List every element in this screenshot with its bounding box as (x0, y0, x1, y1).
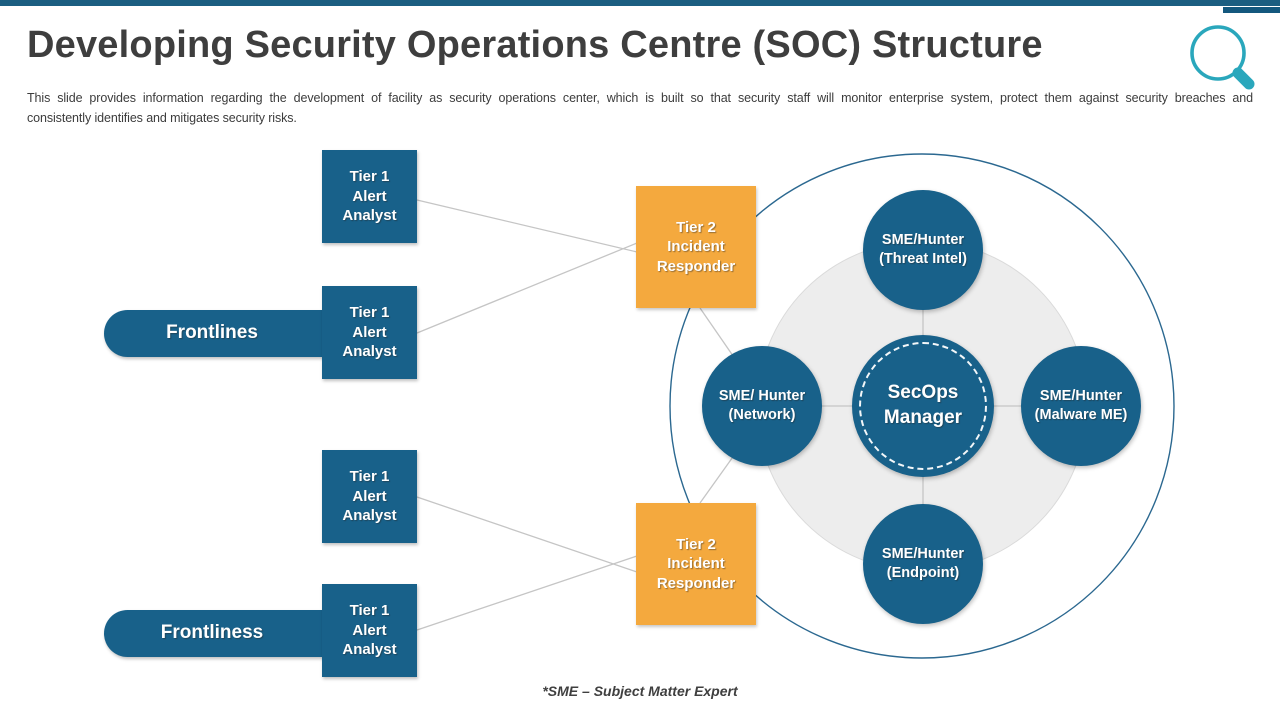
search-icon (1190, 25, 1255, 90)
ribbon-label: Frontlines (166, 322, 258, 344)
node-label: SME/Hunter (Threat Intel) (879, 232, 967, 267)
slide-description: This slide provides information regardin… (27, 88, 1253, 128)
node-label: SME/Hunter (Malware ME) (1034, 388, 1128, 423)
node-label: SME/Hunter (Endpoint) (881, 546, 965, 581)
ribbon-frontliness: Frontliness (104, 610, 330, 657)
tier1-alert-analyst-box-4: Tier 1 Alert Analyst (322, 584, 417, 677)
sme-hunter-endpoint-circle: SME/Hunter (Endpoint) (863, 504, 983, 624)
description-line: This slide provides information regardin… (27, 91, 1253, 105)
footnote: *SME – Subject Matter Expert (542, 683, 738, 699)
node-label: Tier 1 Alert Analyst (342, 468, 397, 525)
sme-hunter-malware-circle: SME/Hunter (Malware ME) (1021, 346, 1141, 466)
top-accent-bar (0, 0, 1280, 6)
tier1-alert-analyst-box-1: Tier 1 Alert Analyst (322, 150, 417, 243)
tier2-incident-responder-box-1: Tier 2 Incident Responder (636, 186, 756, 308)
node-label: SecOps Manager (883, 382, 963, 428)
node-label: Tier 1 Alert Analyst (342, 168, 397, 225)
node-label: SME/ Hunter (Network) (718, 388, 806, 423)
top-accent-bar-secondary (1223, 7, 1280, 13)
node-label: Tier 2 Incident Responder (656, 535, 736, 592)
tier1-alert-analyst-box-2: Tier 1 Alert Analyst (322, 286, 417, 379)
ribbon-frontlines: Frontlines (104, 310, 330, 357)
node-label: Tier 1 Alert Analyst (342, 602, 397, 659)
tier2-incident-responder-box-2: Tier 2 Incident Responder (636, 503, 756, 625)
sme-hunter-threat-intel-circle: SME/Hunter (Threat Intel) (863, 190, 983, 310)
description-line: consistently identifies and mitigates se… (27, 111, 297, 125)
ribbon-label: Frontliness (160, 622, 264, 644)
tier1-alert-analyst-box-3: Tier 1 Alert Analyst (322, 450, 417, 543)
secops-manager-circle: SecOps Manager (852, 335, 994, 477)
slide-title: Developing Security Operations Centre (S… (27, 24, 1043, 66)
node-label: Tier 2 Incident Responder (656, 218, 736, 275)
node-label: Tier 1 Alert Analyst (342, 304, 397, 361)
sme-hunter-network-circle: SME/ Hunter (Network) (702, 346, 822, 466)
